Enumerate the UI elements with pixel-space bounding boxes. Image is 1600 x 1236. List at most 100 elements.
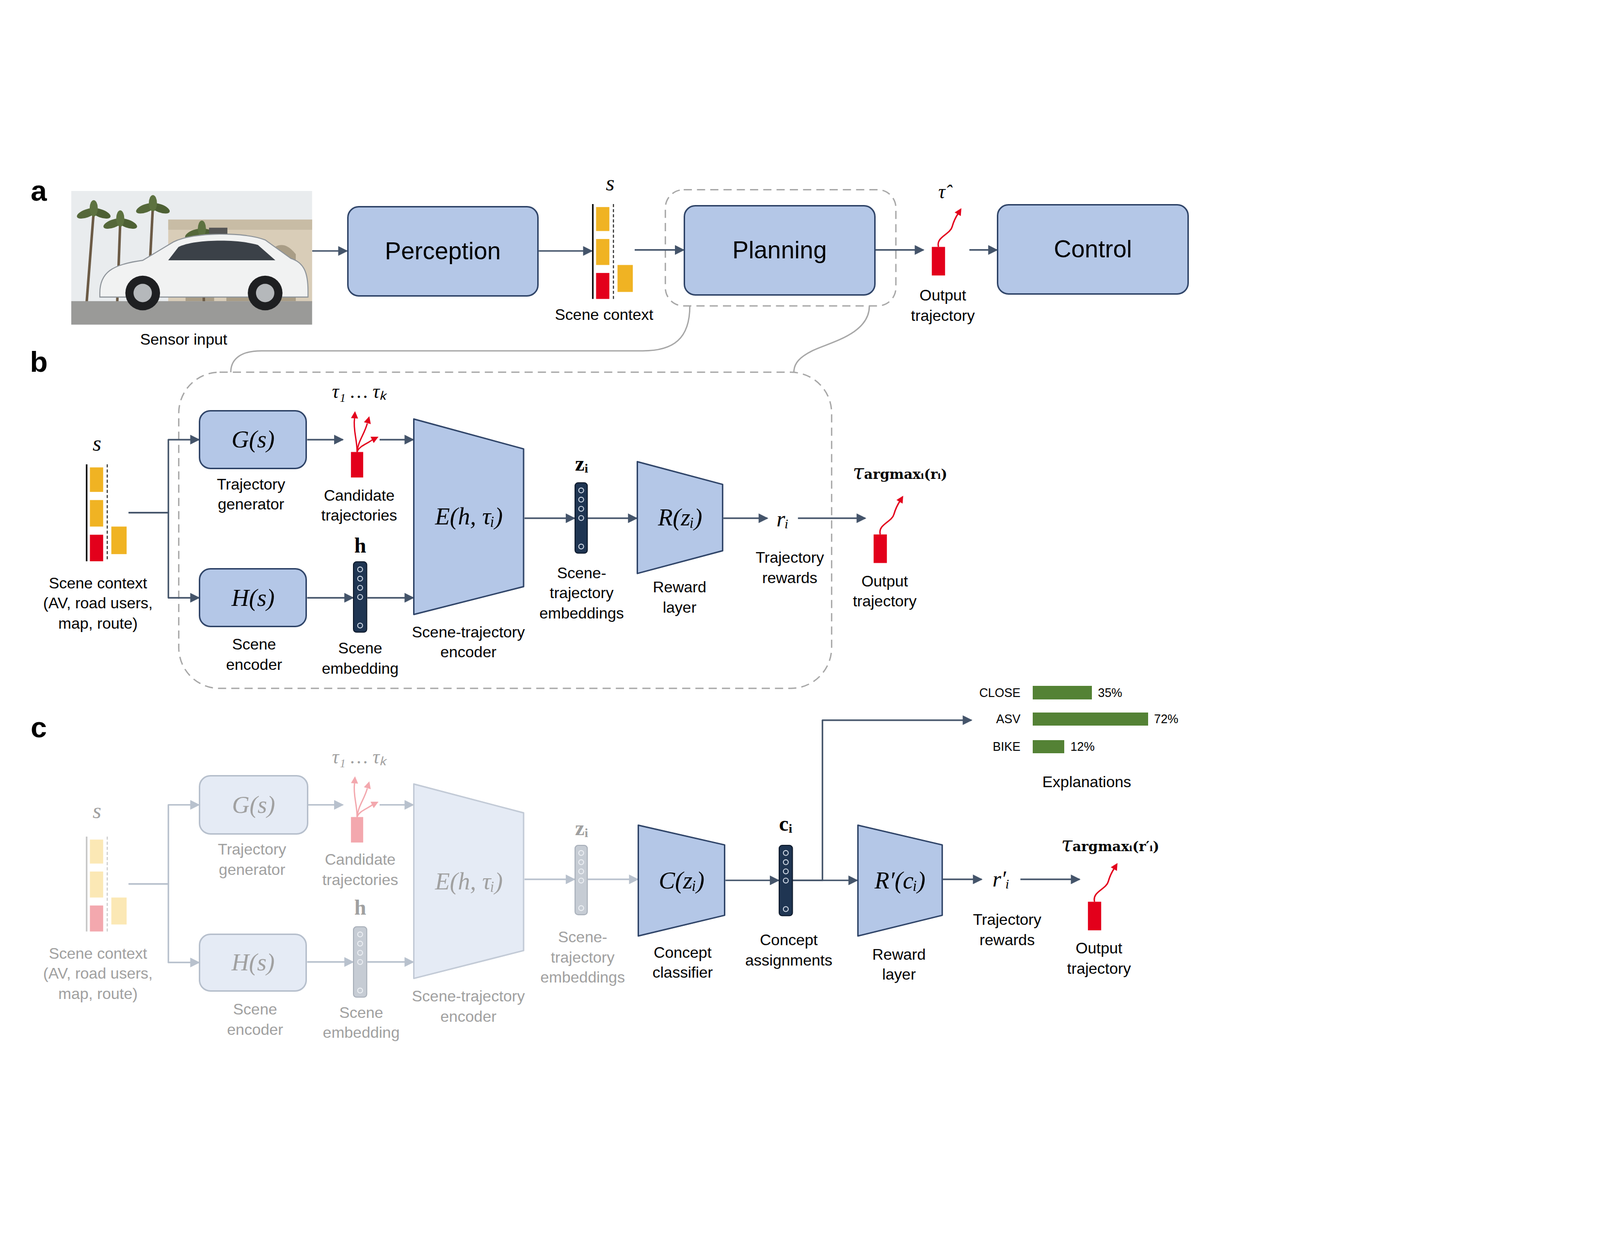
- arrow-head: [896, 496, 904, 504]
- lane-dash: [106, 836, 108, 932]
- vector-entry: [578, 850, 584, 856]
- caption-label: τ₁ … τₖ: [332, 746, 387, 769]
- vec-graphic: [574, 482, 588, 554]
- trajectory-curve: [354, 783, 358, 817]
- trajectory-curve: [880, 500, 901, 535]
- vector-entry: [357, 988, 363, 994]
- ego-vehicle-block: [595, 272, 609, 300]
- caption-label: Reward layer: [863, 944, 935, 986]
- caption-label: Scene embedding: [315, 1003, 407, 1044]
- connector-arrow: [524, 879, 575, 881]
- output-trajectory-icon: τ̂Output trajectory: [923, 204, 970, 276]
- vec-graphic: [574, 845, 588, 916]
- caption-label: cᵢ: [779, 812, 793, 837]
- photo-palm-frond: [89, 199, 98, 217]
- vector-bar: [353, 561, 367, 633]
- vector-entry: [578, 515, 584, 521]
- vec-graphic: [352, 926, 368, 998]
- ego-vehicle-block: [351, 817, 364, 844]
- node-label: Control: [1053, 235, 1132, 264]
- out-graphic: [1079, 859, 1123, 931]
- candidate-trajectories-icon: τ₁ … τₖCandidate trajectories: [342, 408, 380, 478]
- vector-entry: [578, 878, 584, 883]
- lane-line: [592, 204, 594, 300]
- connector-arrow: [308, 804, 344, 806]
- connector-arrow: [367, 597, 414, 599]
- reward-trapezoid: R′(cᵢ)Reward layer: [857, 824, 944, 938]
- cand-graphic: [342, 772, 380, 843]
- explanation-label: ASV: [996, 712, 1021, 727]
- explanation-label: BIKE: [992, 739, 1021, 754]
- road-user-block: [89, 499, 103, 527]
- caption-label: Trajectory generator: [205, 474, 297, 515]
- caption-label: τ₁ … τₖ: [332, 380, 387, 403]
- planning-detail-frame: [178, 372, 832, 689]
- vector-entry: [578, 506, 584, 512]
- vector-entry: [578, 905, 584, 911]
- caption-label: Scene encoder: [213, 634, 295, 675]
- ego-vehicle-block: [89, 905, 103, 932]
- node-label: G(s): [231, 425, 275, 454]
- caption-label: Scene-trajectory embeddings: [538, 563, 625, 624]
- vec-graphic: [352, 561, 368, 633]
- explanation-bar: [1032, 712, 1149, 726]
- arrow-head: [351, 776, 359, 784]
- scene-context-icon: sScene context (AV, road users, map, rou…: [85, 464, 129, 562]
- caption-label: τargmaxᵢ(r′ᵢ): [1061, 831, 1160, 859]
- arrow-head: [351, 411, 359, 419]
- photo-car-lidar: [208, 227, 228, 234]
- arrow-head: [364, 781, 371, 790]
- connector-arrow: [969, 249, 997, 251]
- lane-dash: [106, 464, 108, 562]
- photo-graphic: [71, 191, 313, 325]
- vector-entry: [357, 623, 363, 628]
- caption-label: s: [92, 798, 102, 825]
- caption-label: Candidate trajectories: [308, 485, 411, 527]
- encoder-trapezoid: E(h, τᵢ)Scene-trajectory encoder: [413, 418, 525, 616]
- vector-entry: [357, 950, 363, 956]
- node-label: r′ᵢ: [992, 866, 1010, 893]
- photo-car-wheel: [247, 275, 283, 311]
- caption-label: zᵢ: [575, 451, 589, 477]
- embedding-vector: hScene embedding: [352, 926, 368, 998]
- candidate-trajectories-icon: τ₁ … τₖCandidate trajectories: [342, 772, 380, 843]
- node-label: Perception: [384, 237, 501, 266]
- connector-arrow: [798, 517, 866, 520]
- trapezoid-shape: [857, 825, 943, 937]
- caption-label: zᵢ: [575, 816, 589, 842]
- vector-entry: [357, 960, 363, 965]
- node-label: E(h, τᵢ): [434, 867, 503, 896]
- node-label: C(zᵢ): [658, 866, 705, 896]
- caption-label: Trajectory rewards: [749, 547, 831, 589]
- node-label: rᵢ: [776, 506, 789, 533]
- explanation-chart: CLOSE35%ASV72%BIKE12%Explanations: [971, 678, 1191, 797]
- photo-sky: [71, 191, 313, 325]
- connector-arrow: [312, 250, 348, 252]
- vector-entry: [578, 868, 584, 874]
- photo-car-hub: [133, 283, 153, 303]
- lane-dash: [612, 204, 614, 300]
- road-user-block: [89, 839, 103, 864]
- ego-vehicle-block: [89, 534, 103, 562]
- connector-arrow: [587, 517, 637, 520]
- process-box: Control: [996, 204, 1189, 295]
- vector-bar: [575, 845, 588, 915]
- module-box: H(s)Scene encoder: [198, 568, 307, 628]
- vector-bar: [353, 927, 367, 998]
- caption-label: s: [92, 431, 102, 457]
- reward-value: r′ᵢTrajectory rewards: [981, 861, 1021, 898]
- explanation-label: Explanations: [1042, 772, 1132, 793]
- ctx-graphic: [85, 836, 129, 932]
- explanation-bar: [1032, 686, 1092, 700]
- photo-car-window: [168, 240, 276, 261]
- reward-value: rᵢTrajectory rewards: [767, 499, 799, 539]
- ego-vehicle-block: [931, 246, 945, 276]
- process-box: Perception: [347, 206, 540, 297]
- caption-label: Sensor input: [140, 329, 228, 351]
- caption-label: Scene embedding: [314, 638, 406, 679]
- caption-label: Candidate trajectories: [309, 849, 412, 891]
- node-label: H(s): [231, 948, 275, 977]
- connector-arrow: [1020, 879, 1080, 881]
- caption-label: Scene-trajectory encoder: [401, 622, 535, 663]
- panel-label: b: [30, 346, 48, 379]
